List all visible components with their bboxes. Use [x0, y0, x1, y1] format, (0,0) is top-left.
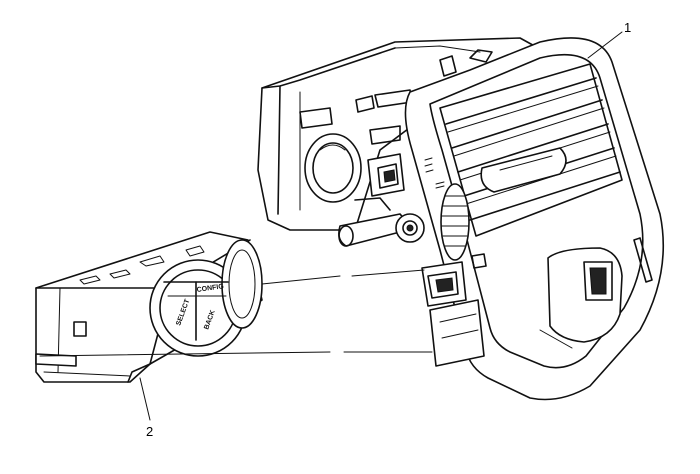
control-switch-assembly: CONFIG SELECT BACK: [35, 231, 263, 383]
callout-2: 2: [139, 377, 153, 439]
callout-2-label: 2: [146, 424, 153, 439]
callout-1: 1: [587, 20, 631, 59]
callout-1-label: 1: [624, 20, 631, 35]
bezel-retaining-clip: [421, 261, 485, 367]
alignment-lines: [39, 269, 433, 357]
config-button-label: CONFIG: [196, 283, 224, 294]
actuator-linkage: [338, 153, 425, 247]
